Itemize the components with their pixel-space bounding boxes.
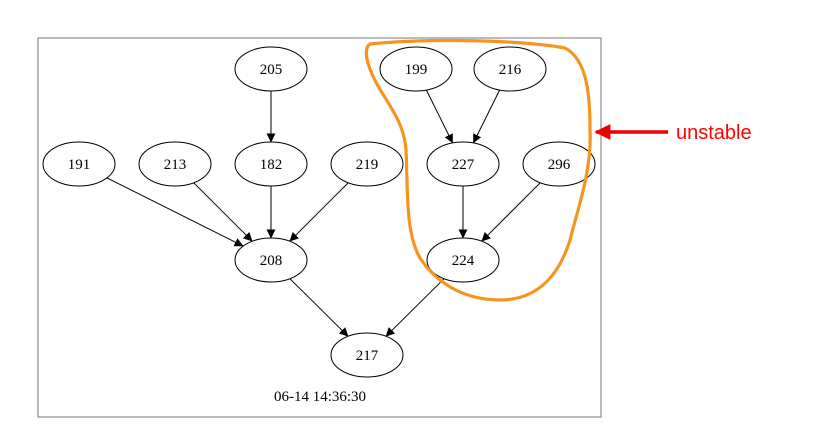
edge-224-to-217 [385,278,445,337]
node-ellipse [426,141,500,187]
node-label: 208 [260,253,283,269]
node-label: 182 [260,157,283,173]
node-224: 224 [426,237,500,283]
edge-213-to-208 [193,182,253,242]
node-label: 205 [260,62,283,78]
node-label: 199 [405,62,428,78]
edge-219-to-208 [289,182,349,242]
graph-timestamp: 06-14 14:36:30 [274,389,366,405]
node-205: 205 [234,46,308,92]
edge-191-to-208 [106,177,244,247]
node-219: 219 [330,141,404,187]
node-216: 216 [473,46,547,92]
node-ellipse [426,237,500,283]
node-ellipse [473,46,547,92]
node-199: 199 [379,46,453,92]
node-ellipse [138,141,212,187]
edges [106,89,541,337]
edge-208-to-217 [289,278,349,337]
node-label: 213 [164,157,187,173]
node-label: 296 [548,157,571,173]
node-191: 191 [42,141,116,187]
node-213: 213 [138,141,212,187]
node-ellipse [234,237,308,283]
node-label: 224 [452,253,475,269]
node-label: 216 [499,62,522,78]
node-label: 219 [356,157,379,173]
edge-296-to-224 [481,182,541,242]
graph-frame [37,37,602,418]
nodes: 205 199 216 191 213 182 219 227 296 208 224 217 [42,46,596,378]
unstable-highlight-loop [364,38,592,302]
node-label: 217 [356,348,379,364]
node-296: 296 [522,141,596,187]
edge-216-to-227 [472,89,501,144]
node-ellipse [330,332,404,378]
node-ellipse [522,141,596,187]
node-ellipse [330,141,404,187]
node-ellipse [234,141,308,187]
node-label: 191 [68,157,91,173]
node-ellipse [42,141,116,187]
node-217: 217 [330,332,404,378]
node-label: 227 [452,157,475,173]
unstable-label: unstable [676,122,752,144]
node-ellipse [234,46,308,92]
node-182: 182 [234,141,308,187]
edge-199-to-227 [425,89,454,144]
node-227: 227 [426,141,500,187]
node-ellipse [379,46,453,92]
node-208: 208 [234,237,308,283]
